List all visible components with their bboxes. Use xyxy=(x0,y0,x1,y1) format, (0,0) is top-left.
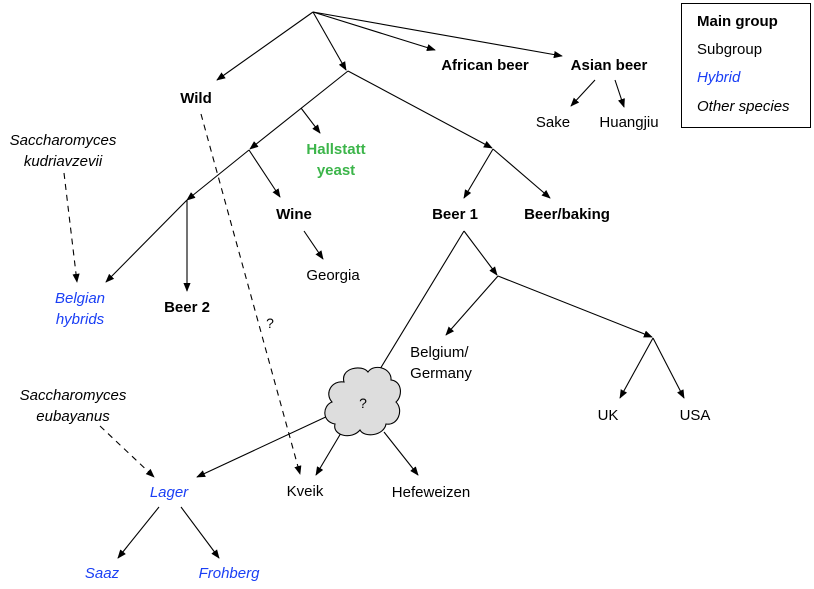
node-hefeweizen: Hefeweizen xyxy=(391,484,471,501)
edge-cloud-kveik xyxy=(315,432,342,476)
edge-c-belgian xyxy=(105,199,188,283)
edge-kudriavzevii-belgian xyxy=(63,172,80,283)
edge-hallstatt xyxy=(300,107,321,134)
belgium-line2: Germany xyxy=(410,365,472,382)
edge-root-wild xyxy=(216,11,314,81)
edge-root-asian xyxy=(312,11,563,59)
node-s-kudriavzevii: Saccharomyces kudriavzevii xyxy=(10,130,117,172)
legend-main-group: Main group xyxy=(697,13,778,30)
unknown-ancestor-cloud xyxy=(324,366,401,437)
node-frohberg: Frohberg xyxy=(198,565,260,582)
legend-subgroup: Subgroup xyxy=(697,41,763,58)
eubayanus-line2: eubayanus xyxy=(36,408,110,425)
node-uk: UK xyxy=(597,407,619,424)
node-lager: Lager xyxy=(149,484,189,501)
node-african-beer: African beer xyxy=(441,57,529,74)
edge-asian-sake xyxy=(570,79,596,107)
node-beer1: Beer 1 xyxy=(432,206,478,223)
edge-root-junction-a xyxy=(312,11,347,71)
edge-e-junction-f xyxy=(497,275,653,338)
node-huangjiu: Huangjiu xyxy=(599,114,659,131)
node-usa: USA xyxy=(679,407,711,424)
edge-wine-georgia xyxy=(303,230,324,260)
edge-d-beer1 xyxy=(463,148,494,199)
legend: Main group Subgroup Hybrid Other species xyxy=(681,3,811,128)
node-beer-baking: Beer/baking xyxy=(524,206,610,223)
belgian-line1: Belgian xyxy=(54,290,106,307)
edge-root-african xyxy=(312,11,436,52)
legend-other-species: Other species xyxy=(697,98,790,115)
edge-lager-saaz xyxy=(117,506,160,559)
edge-f-usa xyxy=(652,337,685,399)
node-s-eubayanus: Saccharomyces eubayanus xyxy=(20,385,127,427)
edge-asian-huangjiu xyxy=(614,79,625,108)
belgian-line2: hybrids xyxy=(55,311,105,328)
node-wild: Wild xyxy=(180,90,212,107)
kudriavzevii-line2: kudriavzevii xyxy=(23,153,103,170)
node-saaz: Saaz xyxy=(84,565,120,582)
legend-hybrid: Hybrid xyxy=(697,69,741,86)
edge-cloud-lager xyxy=(196,414,331,478)
wild-kveik-question-mark: ? xyxy=(266,315,274,331)
edge-a-main xyxy=(249,70,349,150)
edge-b-wine xyxy=(248,149,281,198)
edge-e-belgium xyxy=(445,275,499,336)
node-belgium-germany: Belgium/ Germany xyxy=(410,342,472,384)
node-wine: Wine xyxy=(276,206,312,223)
node-belgian-hybrids: Belgian hybrids xyxy=(55,288,105,330)
node-sake: Sake xyxy=(535,114,571,131)
belgium-line1: Belgium/ xyxy=(410,344,469,361)
eubayanus-line1: Saccharomyces xyxy=(19,387,127,404)
hallstatt-line2: yeast xyxy=(316,162,356,179)
kudriavzevii-line1: Saccharomyces xyxy=(9,132,117,149)
edge-lager-frohberg xyxy=(180,506,220,559)
cloud-question-mark: ? xyxy=(359,395,367,411)
edge-b-left xyxy=(186,149,250,201)
edge-beer1-cloud xyxy=(376,230,465,375)
node-georgia: Georgia xyxy=(306,267,360,284)
hallstatt-line1: Hallstatt xyxy=(306,141,366,158)
edge-beer1-junction-e xyxy=(463,230,498,276)
edge-d-beerbaking xyxy=(492,148,551,199)
edge-eubayanus-lager xyxy=(99,425,155,478)
edge-cloud-hefeweizen xyxy=(383,431,419,476)
edge-wild-kveik xyxy=(200,113,302,475)
edge-a-right xyxy=(347,70,493,149)
node-kveik: Kveik xyxy=(286,483,324,500)
node-asian-beer: Asian beer xyxy=(570,57,648,74)
edge-f-uk xyxy=(619,337,654,399)
node-beer2: Beer 2 xyxy=(164,299,210,316)
node-hallstatt-yeast: Hallstatt yeast xyxy=(306,139,365,181)
